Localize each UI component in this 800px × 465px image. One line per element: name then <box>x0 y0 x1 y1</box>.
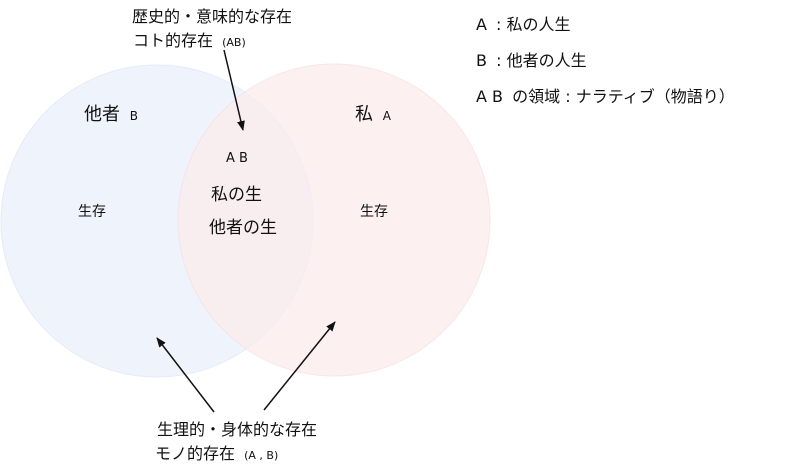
set-a-name: 私 <box>355 104 373 125</box>
legend-key-b: B <box>476 51 487 70</box>
intersection-line-1: 私の生 <box>211 185 262 205</box>
top-annotation-main: コト的存在 <box>133 31 213 50</box>
legend: A : 私の人生 B : 他者の人生 A B の領域 : ナラティブ（物語り） <box>476 14 735 122</box>
legend-text-b: 他者の人生 <box>506 51 587 70</box>
legend-sep-ab: の領域 : <box>512 87 571 106</box>
top-annotation-line-2: コト的存在 (AB) <box>133 31 246 50</box>
bottom-annotation-small: (A , B) <box>244 449 278 462</box>
legend-sep-b: : <box>496 51 502 70</box>
legend-item-a: A : 私の人生 <box>476 14 735 50</box>
legend-item-b: B : 他者の人生 <box>476 50 735 86</box>
set-b-region-label: 生存 <box>78 204 106 220</box>
legend-text-a: 私の人生 <box>506 15 571 34</box>
set-b-title: 他者 B <box>84 104 138 125</box>
intersection-line-2: 他者の生 <box>209 218 277 238</box>
set-a-letter: A <box>383 109 392 123</box>
top-annotation-line-1: 歴史的・意味的な存在 <box>132 7 292 26</box>
legend-sep-a: : <box>496 15 502 34</box>
bottom-annotation-line-2: モノ的存在 (A , B) <box>155 444 278 463</box>
set-a-title: 私 A <box>355 104 392 125</box>
set-a-circle <box>177 63 491 377</box>
bottom-annotation-main: モノ的存在 <box>155 444 235 463</box>
arrow-bottom-to-set-b <box>156 337 215 413</box>
top-annotation-small: (AB) <box>222 36 246 49</box>
set-b-name: 他者 <box>84 104 120 125</box>
bottom-annotation-line-1: 生理的・身体的な存在 <box>157 420 317 439</box>
legend-text-ab: ナラティブ（物語り） <box>575 87 735 106</box>
set-b-letter: B <box>130 109 138 123</box>
intersection-label: A B <box>226 151 248 166</box>
legend-key-ab: A B <box>476 87 504 106</box>
legend-item-ab: A B の領域 : ナラティブ（物語り） <box>476 86 735 122</box>
legend-key-a: A <box>476 15 487 34</box>
arrow-bottom-to-set-a <box>263 321 336 411</box>
set-a-region-label: 生存 <box>360 204 388 220</box>
arrow-top-to-intersection <box>223 49 245 131</box>
